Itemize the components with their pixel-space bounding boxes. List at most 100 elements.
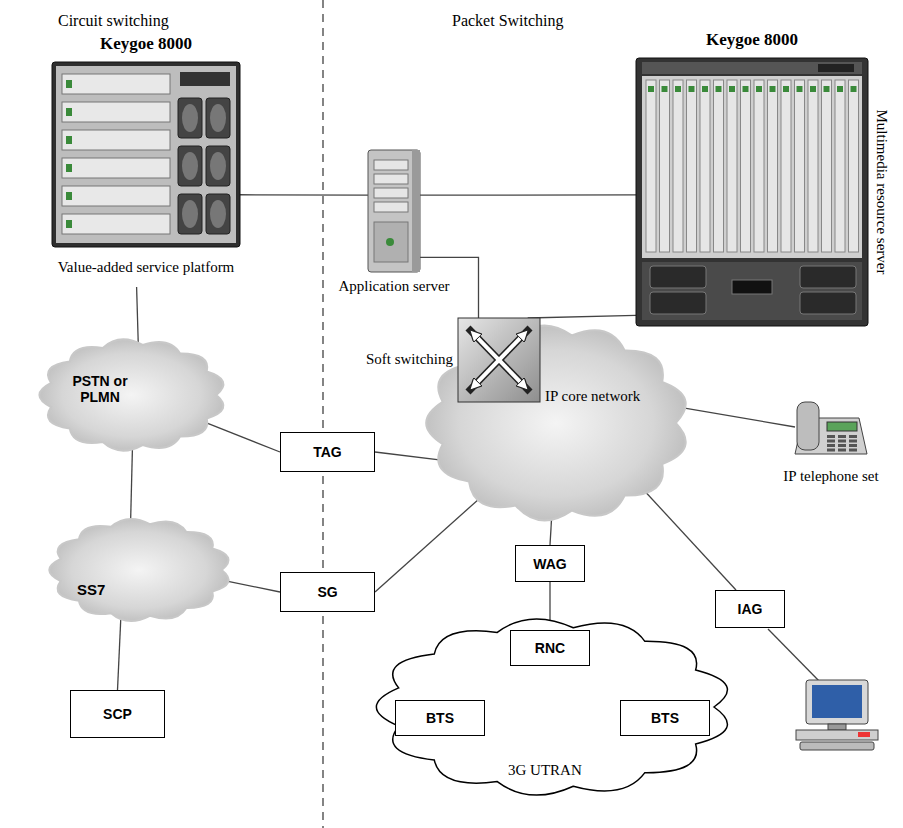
device-label: Application server <box>329 278 459 295</box>
slot-card <box>673 80 683 252</box>
slot-led <box>851 86 857 92</box>
slot-card <box>660 80 670 252</box>
slot-card <box>687 80 697 252</box>
cloud-label: IP core network <box>545 388 640 405</box>
chassis-display <box>818 64 854 72</box>
cloud-art <box>45 515 235 625</box>
phone-node: IP telephone set <box>795 398 867 456</box>
chassis-display <box>180 72 230 86</box>
phone-key <box>849 449 857 452</box>
cloud-art <box>35 335 230 455</box>
server-art <box>368 150 420 272</box>
cloud-label: SS7 <box>77 581 105 598</box>
slot-led <box>689 86 695 92</box>
phone-key <box>838 435 846 438</box>
power-led <box>386 238 394 246</box>
phone-key <box>827 435 835 438</box>
slot-led <box>675 86 681 92</box>
network-cloud: RNCBTSBTS3G UTRAN <box>368 612 740 802</box>
control-point-box: SCP <box>70 690 165 738</box>
pc-stand <box>828 724 846 730</box>
drive-bay <box>374 174 408 184</box>
slot-card <box>835 80 845 252</box>
pc-keyboard <box>800 742 874 750</box>
device-label: Value-added service platform <box>5 259 287 276</box>
slot-led <box>729 86 735 92</box>
slot-card <box>741 80 751 252</box>
network-cloud: PSTN or PLMN <box>35 335 230 455</box>
network-link <box>375 490 489 592</box>
network-link <box>640 486 736 590</box>
cloud-shape <box>39 339 223 450</box>
slot-led <box>66 136 72 144</box>
slot-card <box>62 158 170 178</box>
server-node: Application server <box>368 150 420 272</box>
slot-card <box>714 80 724 252</box>
server-panel <box>374 222 408 262</box>
drive-bay <box>374 160 408 170</box>
pc-led <box>858 732 870 737</box>
slot-card <box>700 80 710 252</box>
chassis-top <box>642 62 862 74</box>
controller-box: RNC <box>510 630 590 666</box>
phone-handset <box>797 402 819 450</box>
pc-screen <box>812 685 862 718</box>
slot-card <box>781 80 791 252</box>
phone-key <box>827 440 835 443</box>
network-link <box>375 452 448 461</box>
node-label: BTS <box>651 710 679 726</box>
node-label: TAG <box>313 444 342 460</box>
slot-led <box>66 108 72 116</box>
switch-arrow <box>473 333 525 387</box>
fan-grille <box>182 200 198 228</box>
device-label: Multimedia resource server <box>873 110 890 275</box>
network-cloud: SS7 <box>45 515 235 625</box>
gateway-box: WAG <box>515 545 585 582</box>
chassis-frame <box>636 58 868 326</box>
fan-unit <box>206 194 230 234</box>
slot-led <box>810 86 816 92</box>
gateway-box: IAG <box>715 590 785 628</box>
slot-card <box>849 80 859 252</box>
region-heading: Circuit switching <box>58 12 169 30</box>
chassis-display <box>732 280 772 294</box>
gateway-box: SG <box>280 572 375 612</box>
slot-led <box>743 86 749 92</box>
network-link <box>528 315 636 318</box>
fan-unit <box>178 98 202 138</box>
slot-card <box>62 130 170 150</box>
slot-led <box>783 86 789 92</box>
chassis-face <box>642 76 862 258</box>
network-link <box>240 194 368 196</box>
slot-card <box>754 80 764 252</box>
switch-art <box>458 318 540 402</box>
fan-unit <box>178 194 202 234</box>
server-side <box>412 150 420 272</box>
fan-grille <box>210 104 226 132</box>
network-link <box>137 287 139 347</box>
slot-card <box>768 80 778 252</box>
slot-led <box>662 86 668 92</box>
node-label: SCP <box>103 706 132 722</box>
slot-led <box>837 86 843 92</box>
chassis-face <box>56 66 236 243</box>
chassisL-art <box>52 62 240 247</box>
fan-unit <box>650 292 706 314</box>
slot-led <box>66 80 72 88</box>
slot-card <box>62 102 170 122</box>
node-label: SG <box>317 584 337 600</box>
slot-card <box>808 80 818 252</box>
fan-grille <box>210 200 226 228</box>
pc-link <box>768 629 822 684</box>
switch-arrow <box>473 333 525 387</box>
fan-tray <box>642 262 862 320</box>
slot-led <box>66 192 72 200</box>
phone-key <box>838 449 846 452</box>
cloud-label: PSTN or PLMN <box>65 373 135 405</box>
node-label: BTS <box>426 710 454 726</box>
node-label: IAG <box>738 601 763 617</box>
device-node: Keygoe 8000Value-added service platform <box>52 62 240 287</box>
divider-line <box>322 0 323 828</box>
fan-unit <box>800 292 856 314</box>
phone-key <box>827 444 835 447</box>
